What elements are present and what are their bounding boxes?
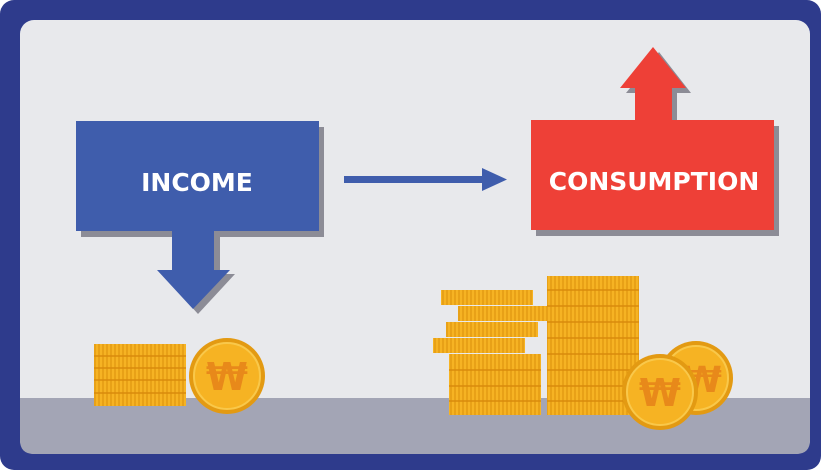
income-block: INCOME [76,121,324,314]
won-symbol: ₩ [639,371,681,415]
income-label: INCOME [141,168,253,197]
coin-stack-layer [441,290,533,305]
consumption-label: CONSUMPTION [549,167,760,196]
down-arrow-icon [157,231,230,309]
consumption-box [531,120,774,230]
right-arrow-icon [482,168,507,191]
consumption-coin-pile: ₩ ₩ [433,276,733,430]
coin-stack-layer [458,306,550,321]
flow-arrow-shaft [344,176,484,183]
coin-stack-layer [433,338,525,353]
coin-stack [94,344,186,406]
income-coin-pile: ₩ [94,338,265,414]
coin-stack [449,354,541,415]
consumption-block: CONSUMPTION [531,47,779,236]
income-box [76,121,319,231]
flow-arrow [344,168,507,191]
coin-stack-layer [446,322,538,337]
up-arrow-icon [620,47,686,122]
won-symbol: ₩ [206,355,248,399]
